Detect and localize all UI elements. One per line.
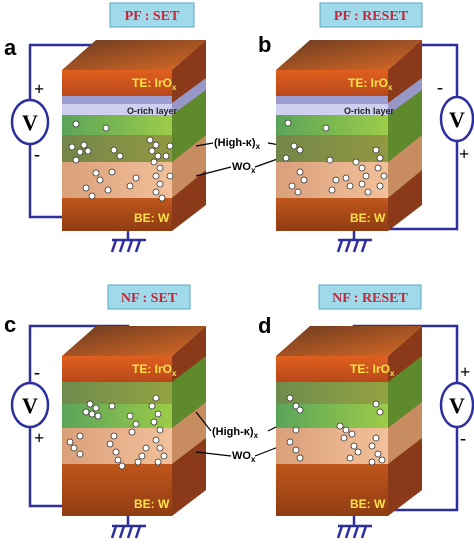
highk-label-top: (High-κ)x xyxy=(214,137,261,151)
panel-a-sign-bottom: - xyxy=(34,144,40,164)
panel-d-ground-icon xyxy=(336,522,372,539)
panel-b-sign-top: - xyxy=(437,77,443,97)
panel-a-sign-top: + xyxy=(34,79,44,99)
panel-c-be-label: BE: W xyxy=(134,497,170,511)
panel-b-title-box: PF : RESET xyxy=(319,2,423,28)
panel-d-title: NF : RESET xyxy=(332,291,408,306)
panel-b-sign-bottom: + xyxy=(459,144,469,164)
panel-c-sign-top: - xyxy=(34,362,40,382)
panel-c-source-label: V xyxy=(22,393,38,418)
panel-a-device xyxy=(62,40,206,231)
panel-b-letter: b xyxy=(258,32,271,57)
panel-a: PF : SET a V + - xyxy=(4,2,206,253)
wo-label-bottom: WOx xyxy=(232,450,256,464)
panel-b-title: PF : RESET xyxy=(334,9,409,24)
panel-b-bottom-wire xyxy=(352,140,459,236)
panel-c-te-label: TE: IrOx xyxy=(132,362,177,378)
panel-a-ground-icon xyxy=(110,236,146,253)
panel-d-title-box: NF : RESET xyxy=(318,284,422,310)
panel-b-orich-label: O-rich layer xyxy=(344,106,395,116)
panel-d-letter: d xyxy=(258,313,271,338)
panel-a-voltage-source xyxy=(10,98,50,146)
panel-d-source-label: V xyxy=(449,393,465,418)
panel-c: NF : SET c V - + TE: IrOx BE: W xyxy=(4,284,206,539)
panel-b-source-label: V xyxy=(449,107,465,132)
panel-b-ground-icon xyxy=(336,236,372,253)
panel-c-title-box: NF : SET xyxy=(107,284,191,310)
panel-d-vacancy-dots xyxy=(286,394,386,466)
panel-c-device xyxy=(62,326,206,516)
panel-a-be-label: BE: W xyxy=(134,211,170,225)
labels-bottom: (High-κ)x WOx xyxy=(195,411,287,464)
panel-d-be-label: BE: W xyxy=(350,497,386,511)
arrow-highk-left-bottom xyxy=(195,411,212,432)
highk-label-bottom: (High-κ)x xyxy=(212,426,259,440)
panel-d-device xyxy=(276,326,422,516)
panel-b-voltage-source xyxy=(439,95,474,143)
panel-c-title: NF : SET xyxy=(121,291,178,306)
panel-d-te-label: TE: IrOx xyxy=(350,362,395,378)
panel-b-vacancy-dots xyxy=(282,119,388,196)
panel-a-vacancy-dots xyxy=(68,120,174,202)
arrow-wo-left-top xyxy=(195,166,232,177)
panel-a-title: PF : SET xyxy=(125,9,180,24)
panel-a-title-box: PF : SET xyxy=(109,2,195,28)
panel-d-sign-top: + xyxy=(460,362,470,382)
arrow-highk-left-top xyxy=(195,142,214,147)
panel-a-source-label: V xyxy=(22,110,38,135)
arrow-wo-left-bottom xyxy=(195,451,232,457)
panel-d-sign-bottom: - xyxy=(460,428,466,448)
panel-b-te-label: TE: IrOx xyxy=(348,76,393,92)
panel-c-sign-bottom: + xyxy=(34,428,44,448)
panel-b-device xyxy=(276,40,422,231)
labels-top: (High-κ)x WOx xyxy=(195,137,287,177)
panel-d: NF : RESET d V + - TE: IrOx BE: xyxy=(258,284,474,539)
panel-a-te-label: TE: IrOx xyxy=(132,76,177,92)
panel-c-ground-icon xyxy=(110,522,146,539)
panel-b: PF : RESET b V - + xyxy=(258,2,474,253)
wo-label-top: WOx xyxy=(232,161,256,175)
panel-a-orich-label: O-rich layer xyxy=(127,106,178,116)
panel-c-letter: c xyxy=(4,312,16,337)
panel-c-vacancy-dots xyxy=(66,394,168,470)
panel-d-voltage-source xyxy=(439,381,474,429)
panel-b-be-label: BE: W xyxy=(350,211,386,225)
panel-a-letter: a xyxy=(4,35,17,60)
panel-c-voltage-source xyxy=(10,381,50,429)
